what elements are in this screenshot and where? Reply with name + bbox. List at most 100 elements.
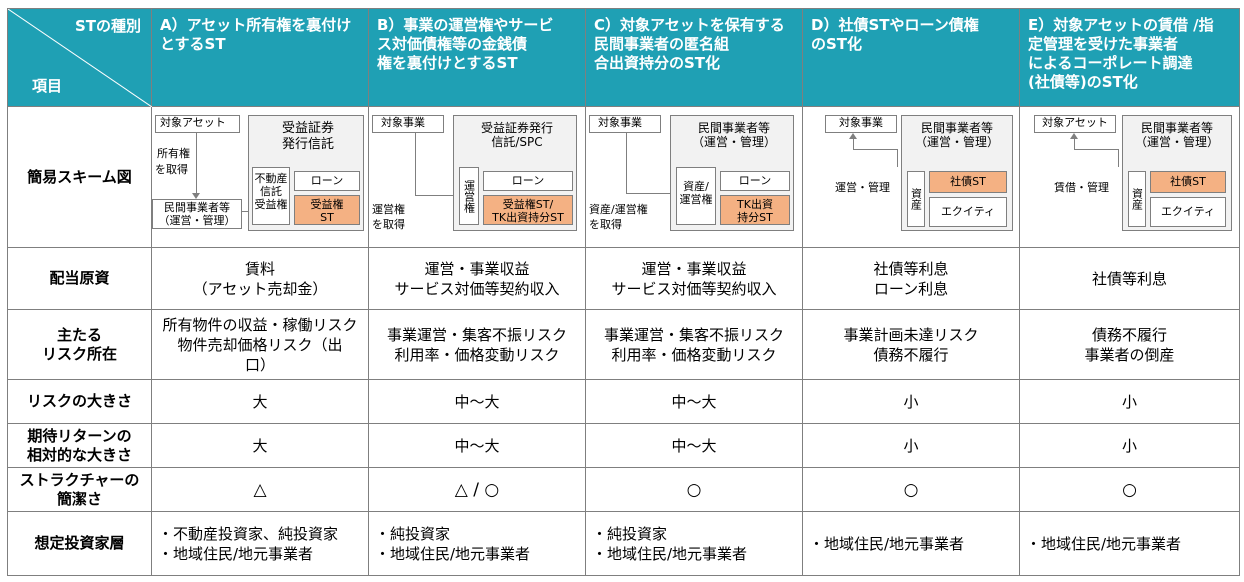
risk-loc-a: 所有物件の収益・稼働リスク物件売却価格リスク（出口） [151,309,369,380]
text-line: ローン利息 [873,279,949,298]
loan-box: ローン [720,171,790,191]
scheme-label: 運営権 [679,193,713,206]
scheme-label: 民間事業者等 [920,121,993,135]
risk-size-d: 小 [802,379,1020,424]
text-line: E）対象アセットの賃借 /指 [1028,16,1214,34]
connector-line [626,133,627,193]
text-line: （アセット売却金） [192,279,328,298]
text-line: とするST [160,35,226,53]
scheme-label: を取得 [589,218,622,231]
header-row: STの種別 項目 A）アセット所有権を裏付けとするST B）事業の運営権やサービ… [7,8,1240,107]
scheme-diagram-c: 対象事業 資産/運営権 を取得 民間事業者等（運営・管理） 資産/運営権 ローン… [585,106,803,248]
scheme-label: 受益証券発行信託/SPC [469,121,565,149]
investors-c: ・純投資家・地域住民/地元事業者 [585,511,803,576]
risk-loc-d: 事業計画未達リスク債務不履行 [802,309,1020,380]
trust-right-box: 不動産信託受益権 [252,167,290,225]
risk-loc-c: 事業運営・集客不振リスク利用率・価格変動リスク [585,309,803,380]
simplicity-c: ○ [585,467,803,512]
header-col-a: A）アセット所有権を裏付けとするST [151,8,369,107]
row-risk-location: 主たるリスク所在 所有物件の収益・稼働リスク物件売却価格リスク（出口） 事業運営… [7,309,1240,380]
scheme-label: 発行信託 [281,137,334,152]
header-col-b: B）事業の運営権やサービス対価債権等の金銭債権を裏付けとするST [368,8,586,107]
text-line: ・地域住民/地元事業者 [1026,534,1182,553]
row-label-source: 配当原資 [7,247,152,310]
row-label-scheme: 簡易スキーム図 [7,106,152,248]
scheme-label: TK出資持分ST [492,211,564,224]
scheme-diagram-a: 対象アセット 所有権 を取得 民間事業者等（運営・管理） 受益証券発行信託 不動… [151,106,369,248]
scheme-label: 資産/ [683,180,709,193]
scheme-label: 民間事業者等（運営・管理） [686,121,782,149]
text-line: (社債等)のST化 [1028,73,1138,91]
text-line: サービス対価等契約収入 [394,279,560,298]
scheme-label: を取得 [372,218,405,231]
text-line: D）社債STやローン債権 [811,16,979,34]
scheme-label: 民間事業者等（運営・管理） [1127,121,1227,149]
source-a: 賃料（アセット売却金） [151,247,369,310]
row-return: 期待リターンの相対的な大きさ 大 中～大 中～大 小 小 [7,423,1240,468]
text-line: ・地域住民/地元事業者 [592,544,748,563]
st-box: 受益権ST/TK出資持分ST [483,195,573,225]
risk-size-c: 中～大 [585,379,803,424]
simplicity-d: ○ [802,467,1020,512]
scheme-label: （運営・管理） [1134,135,1219,149]
bond-box: 社債ST [929,171,1007,193]
risk-loc-b: 事業運営・集客不振リスク利用率・価格変動リスク [368,309,586,380]
text-line: 賃料 [244,259,275,278]
text-line: のST化 [811,35,863,53]
arrow-icon [1070,133,1078,139]
text-line: ・地域住民/地元事業者 [158,544,314,563]
row-label-simplicity: ストラクチャーの簡潔さ [7,467,152,512]
text-line: 債務不履行 [1091,325,1167,344]
text-line: 事業運営・集客不振リスク [386,325,567,344]
asset-box: 資産/運営権 [676,167,716,225]
row-risk-size: リスクの大きさ 大 中～大 中～大 小 小 [7,379,1240,424]
text-line: 社債等利息 [873,259,949,278]
text-line: 口） [244,355,275,374]
scheme-label: 資産/運営権 [589,203,648,216]
text-line: 運営・事業収益 [424,259,530,278]
text-line: 簡潔さ [56,489,102,508]
scheme-diagram-d: 対象事業 運営・管理 民間事業者等（運営・管理） 資産 社債ST エクイティ [802,106,1020,248]
corner-diagonal [8,9,152,107]
scheme-label: 民間事業者等 [697,121,770,135]
business-box: 対象事業 [825,115,897,133]
text-line: サービス対価等契約収入 [611,279,777,298]
text-line: ストラクチャーの [19,470,140,489]
row-simplicity: ストラクチャーの簡潔さ △ △ / ○ ○ ○ ○ [7,467,1240,512]
text-line: 定管理を受けた事業者 [1028,35,1179,53]
scheme-label: 受益権 [254,198,288,211]
arrow-icon [849,133,857,139]
scheme-label: 民間事業者等 [1140,121,1213,135]
operator-box: 民間事業者等（運営・管理） [152,199,242,229]
investors-e: ・地域住民/地元事業者 [1019,511,1240,576]
scheme-diagram-e: 対象アセット 賃借・管理 民間事業者等（運営・管理） 資産 社債ST エクイティ [1019,106,1240,248]
scheme-label: ST [320,211,334,224]
connector-line [897,149,898,167]
connector-line [1074,139,1075,149]
scheme-label: （運営・管理） [158,214,236,227]
st-comparison-table: STの種別 項目 A）アセット所有権を裏付けとするST B）事業の運営権やサービ… [7,8,1240,576]
scheme-label: 受益権 [310,198,344,211]
text-line: A）アセット所有権を裏付け [160,16,352,34]
simplicity-a: △ [151,467,369,512]
equity-box: エクイティ [929,197,1007,227]
text-line: C）対象アセットを保有する [594,16,785,34]
corner-top-label: STの種別 [74,17,141,35]
simplicity-b: △ / ○ [368,467,586,512]
asset-box-v: 資産 [1128,171,1146,227]
text-line: ス対価債権等の金銭債 [377,35,528,53]
scheme-label: 民間事業者等 [164,201,230,214]
scheme-label: 賃借・管理 [1054,181,1109,194]
source-b: 運営・事業収益サービス対価等契約収入 [368,247,586,310]
text-line: 事業者の倒産 [1084,345,1175,364]
row-label-risk-location: 主たるリスク所在 [7,309,152,380]
row-label-risk-size: リスクの大きさ [7,379,152,424]
simplicity-e: ○ [1019,467,1240,512]
text-line: B）事業の運営権やサービ [377,16,554,34]
return-d: 小 [802,423,1020,468]
risk-loc-e: 債務不履行事業者の倒産 [1019,309,1240,380]
investors-a: ・不動産投資家、純投資家・地域住民/地元事業者 [151,511,369,576]
text-line: 利用率・価格変動リスク [394,345,560,364]
text-line: ・地域住民/地元事業者 [809,534,965,553]
